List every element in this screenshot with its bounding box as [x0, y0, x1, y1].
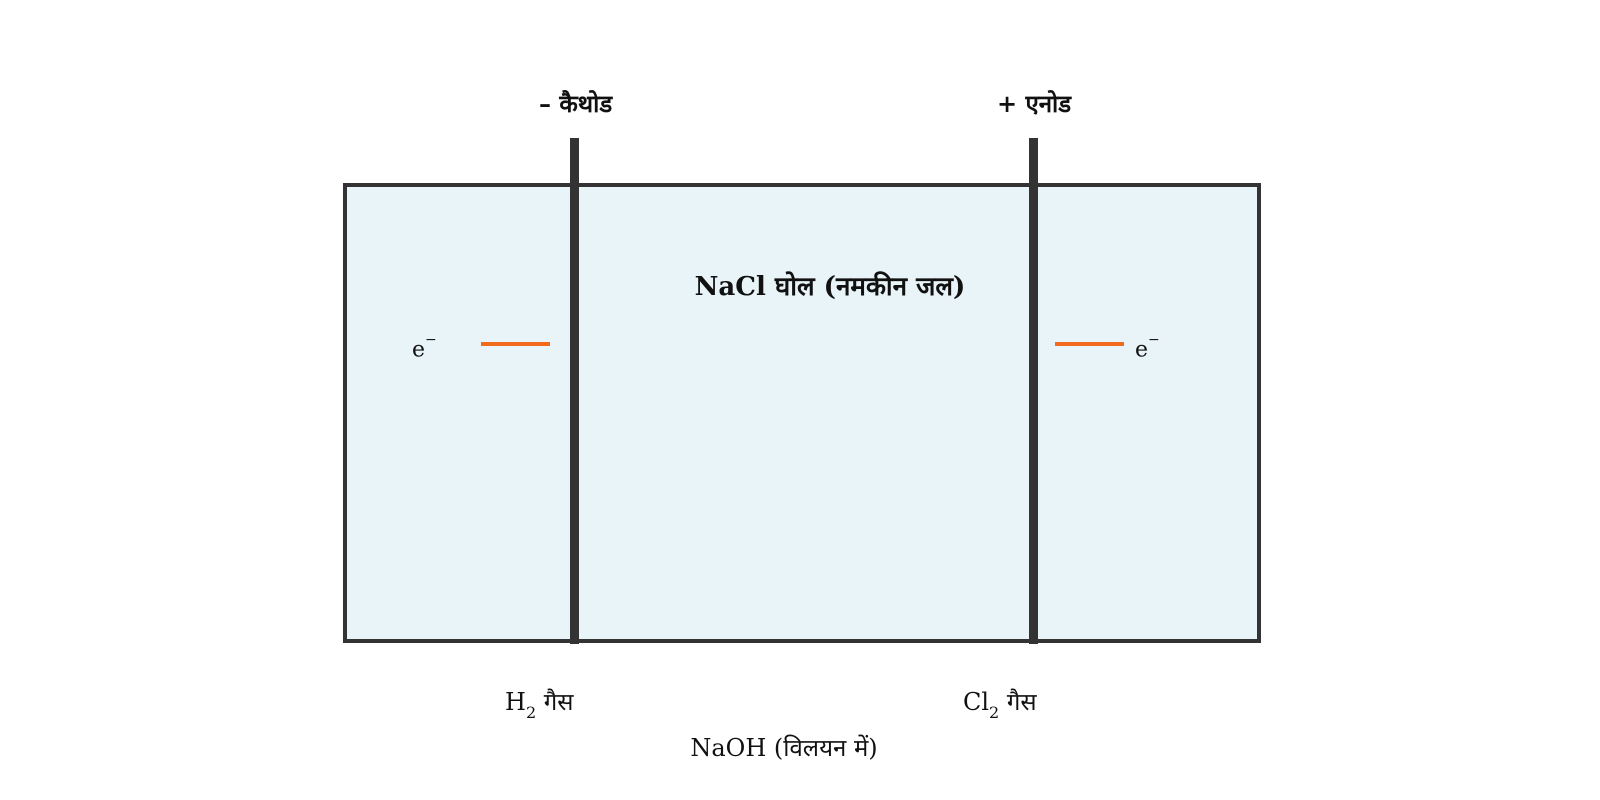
electron-charge: − — [425, 332, 437, 348]
electron-label-left: e− — [412, 333, 437, 363]
gas-subscript: 2 — [989, 702, 1000, 722]
electron-label-right: e− — [1135, 333, 1160, 363]
gas-element: Cl — [963, 688, 990, 716]
electron-flow-line-right — [1055, 342, 1124, 346]
solution-label: NaCl घोल (नमकीन जल) — [694, 272, 966, 302]
gas-subscript: 2 — [525, 702, 537, 722]
gas-word: गैस — [999, 688, 1037, 716]
electrolytic-cell — [343, 183, 1261, 643]
electron-charge: − — [1148, 332, 1160, 348]
anode-label: + एनोड — [997, 89, 1072, 118]
electron-symbol: e — [412, 337, 426, 363]
cathode-electrode — [570, 138, 579, 644]
gas-word: गैस — [536, 688, 574, 716]
hydrogen-gas-label: H2 गैस — [505, 688, 574, 722]
chlorine-gas-label: Cl2 गैस — [963, 688, 1037, 722]
naoh-label: NaOH (विलयन में) — [690, 734, 878, 762]
cathode-label: – कैथोड — [539, 89, 613, 118]
electron-flow-line-left — [481, 342, 550, 346]
electron-symbol: e — [1135, 337, 1149, 363]
gas-element: H — [505, 688, 526, 716]
anode-electrode — [1029, 138, 1038, 644]
